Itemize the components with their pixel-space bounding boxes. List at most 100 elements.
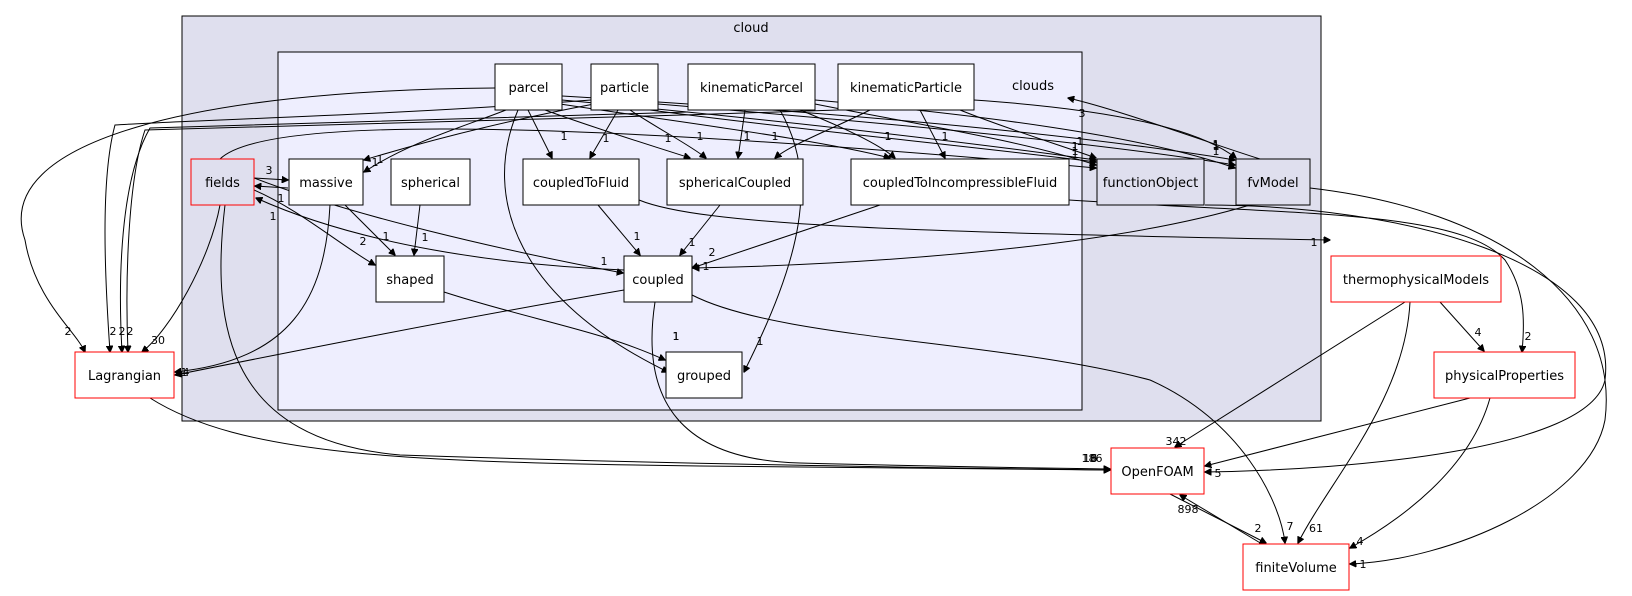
node-box[interactable]: [390, 158, 471, 206]
node-box[interactable]: [666, 158, 804, 206]
node-label: parcel: [508, 81, 548, 96]
edge-line: [1439, 301, 1484, 351]
edge-kinematicParticle-to-functionObject: 1: [959, 109, 1096, 158]
edge-label: 1: [603, 132, 610, 145]
edge-particle-to-coupledToFluid: 1: [590, 109, 619, 158]
edge-particle-to-fvModel: 1: [657, 103, 1235, 165]
node-box[interactable]: [1110, 447, 1205, 495]
node-thermophysicalModels[interactable]: thermophysicalModels: [1330, 255, 1502, 303]
node-label: spherical: [401, 176, 460, 191]
edge-label: 1: [1072, 140, 1079, 153]
node-sphericalCoupled[interactable]: sphericalCoupled: [666, 158, 804, 206]
edge-label: 1: [1077, 135, 1084, 148]
node-fvModel[interactable]: fvModel: [1235, 158, 1311, 206]
node-coupledToFluid[interactable]: coupledToFluid: [522, 158, 640, 206]
node-box[interactable]: [590, 63, 659, 111]
edge-physicalProperties-to-finiteVolume: 4: [1350, 397, 1491, 548]
node-box[interactable]: [850, 158, 1070, 206]
node-parcel[interactable]: parcel: [494, 63, 563, 111]
edge-label: 18: [1083, 452, 1097, 465]
edge-line: [344, 204, 395, 255]
edge-parcel-to-coupledToFluid: 1: [527, 109, 568, 158]
node-box[interactable]: [1433, 351, 1576, 399]
edge-label: 1: [1311, 236, 1318, 249]
edge-label: 2: [127, 325, 134, 338]
edge-line: [1309, 187, 1607, 564]
edge-line: [255, 186, 289, 188]
node-box[interactable]: [837, 63, 975, 111]
edge-particle-to-massive: 1: [364, 103, 595, 166]
edge-parcel-to-sphericalCoupled: 1: [544, 109, 690, 158]
node-box[interactable]: [1242, 543, 1350, 591]
edge-coupledToIncompressibleFluid-to-physicalProperties: 2: [1068, 199, 1532, 352]
edge-label: 4: [183, 366, 190, 379]
node-box[interactable]: [522, 158, 640, 206]
edge-parcel-to-grouped: 1: [504, 109, 680, 372]
node-grouped[interactable]: grouped: [665, 351, 743, 399]
edge-line: [738, 109, 746, 158]
node-coupledToIncompressibleFluid[interactable]: coupledToIncompressibleFluid: [850, 158, 1070, 206]
edge-label: 1: [422, 231, 429, 244]
edge-line: [253, 178, 288, 180]
edge-line: [1068, 98, 1261, 160]
edge-massive-to-Lagrangian: 1: [175, 204, 331, 379]
edge-line: [597, 204, 640, 255]
node-box[interactable]: [288, 158, 364, 206]
edge-label: 1: [1213, 140, 1220, 153]
edge-label: 30: [151, 334, 165, 347]
edge-kinematicParcel-to-coupledToIncompressibleFluid: 1: [799, 109, 895, 158]
node-OpenFOAM[interactable]: OpenFOAM: [1110, 447, 1205, 495]
edge-label: 2: [119, 325, 126, 338]
edge-label: 6: [1091, 452, 1098, 465]
edge-line: [692, 204, 881, 268]
node-finiteVolume[interactable]: finiteVolume: [1242, 543, 1350, 591]
node-label: sphericalCoupled: [679, 176, 791, 191]
edge-fields-to-massive: 3: [253, 164, 288, 180]
node-box[interactable]: [190, 158, 255, 206]
node-shaped[interactable]: shaped: [375, 255, 445, 303]
edge-label: 1: [757, 335, 764, 348]
node-physicalProperties[interactable]: physicalProperties: [1433, 351, 1576, 399]
node-kinematicParcel[interactable]: kinematicParcel: [687, 63, 816, 111]
edge-line: [590, 109, 619, 158]
edge-line: [1169, 493, 1266, 543]
node-functionObject[interactable]: functionObject: [1096, 158, 1205, 206]
edge-coupled-to-finiteVolume: 7: [691, 294, 1294, 543]
nodes: parcel particle kinematicParcel kinematicPa…: [74, 63, 1576, 591]
edge-label: 1: [270, 210, 277, 223]
node-box[interactable]: [1330, 255, 1502, 303]
node-box[interactable]: [623, 255, 693, 303]
edge-fields-to-OpenFOAM: 18: [220, 204, 1110, 470]
node-label: Lagrangian: [88, 369, 161, 384]
node-box[interactable]: [665, 351, 743, 399]
node-fields[interactable]: fields: [190, 158, 255, 206]
edge-line: [544, 109, 690, 158]
edge-coupled-to-Lagrangian: 4: [175, 289, 625, 379]
edge-line: [149, 397, 1110, 470]
edge-line: [744, 109, 802, 372]
edge-label: 2: [110, 325, 117, 338]
edge-kinematicParticle-to-sphericalCoupled: 1: [772, 109, 871, 158]
edge-line: [120, 111, 689, 352]
edge-line: [775, 109, 871, 158]
node-box[interactable]: [1235, 158, 1311, 206]
node-particle[interactable]: particle: [590, 63, 659, 111]
edge-line: [693, 204, 1251, 268]
node-label: massive: [299, 176, 352, 191]
node-label: particle: [600, 81, 649, 96]
node-box[interactable]: [74, 351, 175, 399]
node-label: coupledToFluid: [533, 176, 629, 191]
edge-label: 61: [1309, 522, 1323, 535]
node-Lagrangian[interactable]: Lagrangian: [74, 351, 175, 399]
node-box[interactable]: [494, 63, 563, 111]
edge-line: [1205, 397, 1471, 466]
edge-label: 1: [634, 230, 641, 243]
node-massive[interactable]: massive: [288, 158, 364, 206]
edge-label: 1: [689, 236, 696, 249]
node-coupled[interactable]: coupled: [623, 255, 693, 303]
node-box[interactable]: [1096, 158, 1205, 206]
node-kinematicParticle[interactable]: kinematicParticle: [837, 63, 975, 111]
node-box[interactable]: [375, 255, 445, 303]
node-spherical[interactable]: spherical: [390, 158, 471, 206]
node-box[interactable]: [687, 63, 816, 111]
